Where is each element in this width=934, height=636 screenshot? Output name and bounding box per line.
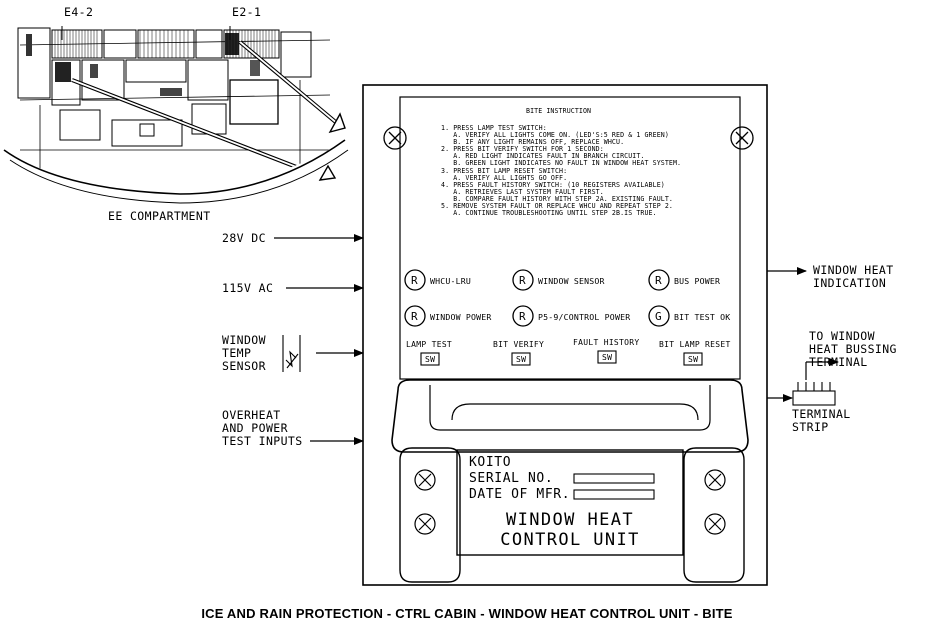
switch-label-fault-history: FAULT HISTORY [573,338,640,347]
indicator-bus-power: BUS POWER [674,276,721,286]
output-window-heat-indication: WINDOW HEAT INDICATION [813,263,894,290]
bit-lamp-reset-switch[interactable]: SW [688,355,699,364]
terminal-strip-symbol [792,382,836,406]
switch-label-bit-lamp-reset: BIT LAMP RESET [659,340,731,349]
nameplate-unit-name: WINDOW HEAT CONTROL UNIT [500,510,640,550]
nameplate-date-label: DATE OF MFR. [469,487,571,502]
whcu-outline [362,84,768,586]
lamp-letter-bit-test-ok: G [655,310,662,323]
callout-e4-2: E4-2 [64,5,94,19]
input-overheat-power-test: OVERHEAT AND POWER TEST INPUTS [222,408,303,448]
output-heat-bussing-terminal: TO WINDOW HEAT BUSSING TERMINAL [809,329,897,369]
input-arrows [274,234,364,445]
indicator-window-sensor: WINDOW SENSOR [538,276,605,286]
bit-verify-switch[interactable]: SW [516,355,527,364]
lamp-letter-control-power: R [519,310,526,323]
nameplate-serial-label: SERIAL NO. [469,471,554,486]
indicator-bit-test-ok: BIT TEST OK [674,312,731,322]
lamp-letter-window-sensor: R [519,274,526,287]
fault-history-switch[interactable]: SW [602,353,613,362]
figure-caption: ICE AND RAIN PROTECTION - CTRL CABIN - W… [201,606,733,621]
lamp-letter-bus-power: R [655,274,662,287]
ee-compartment-label: EE COMPARTMENT [108,209,211,223]
indicator-window-power: WINDOW POWER [430,312,492,322]
ee-compartment-illustration [3,26,349,204]
bite-instruction-steps: 1. PRESS LAMP TEST SWITCH: A. VERIFY ALL… [441,124,682,218]
lamp-test-switch[interactable]: SW [425,355,436,364]
indicator-whcu-lru: WHCU-LRU [430,276,472,286]
input-window-temp-sensor: WINDOW TEMP SENSOR [222,333,266,373]
indicator-control-power: P5-9/CONTROL POWER [538,312,631,322]
bite-instruction-heading: BITE INSTRUCTION [526,107,592,115]
indicator-lamps [404,269,670,327]
lamp-letter-window-power: R [411,310,418,323]
switch-boxes [420,350,703,366]
input-115v-ac: 115V AC [222,281,274,295]
switch-label-lamp-test: LAMP TEST [406,340,453,349]
switch-label-bit-verify: BIT VERIFY [493,340,545,349]
temp-sensor-symbol [282,335,301,372]
output-arrows [767,267,839,402]
terminal-strip-label: TERMINAL STRIP [792,407,851,434]
nameplate-maker: KOITO [469,455,512,470]
callout-e2-1: E2-1 [232,5,262,19]
lamp-letter-whcu-lru: R [411,274,418,287]
input-28v-dc: 28V DC [222,231,266,245]
